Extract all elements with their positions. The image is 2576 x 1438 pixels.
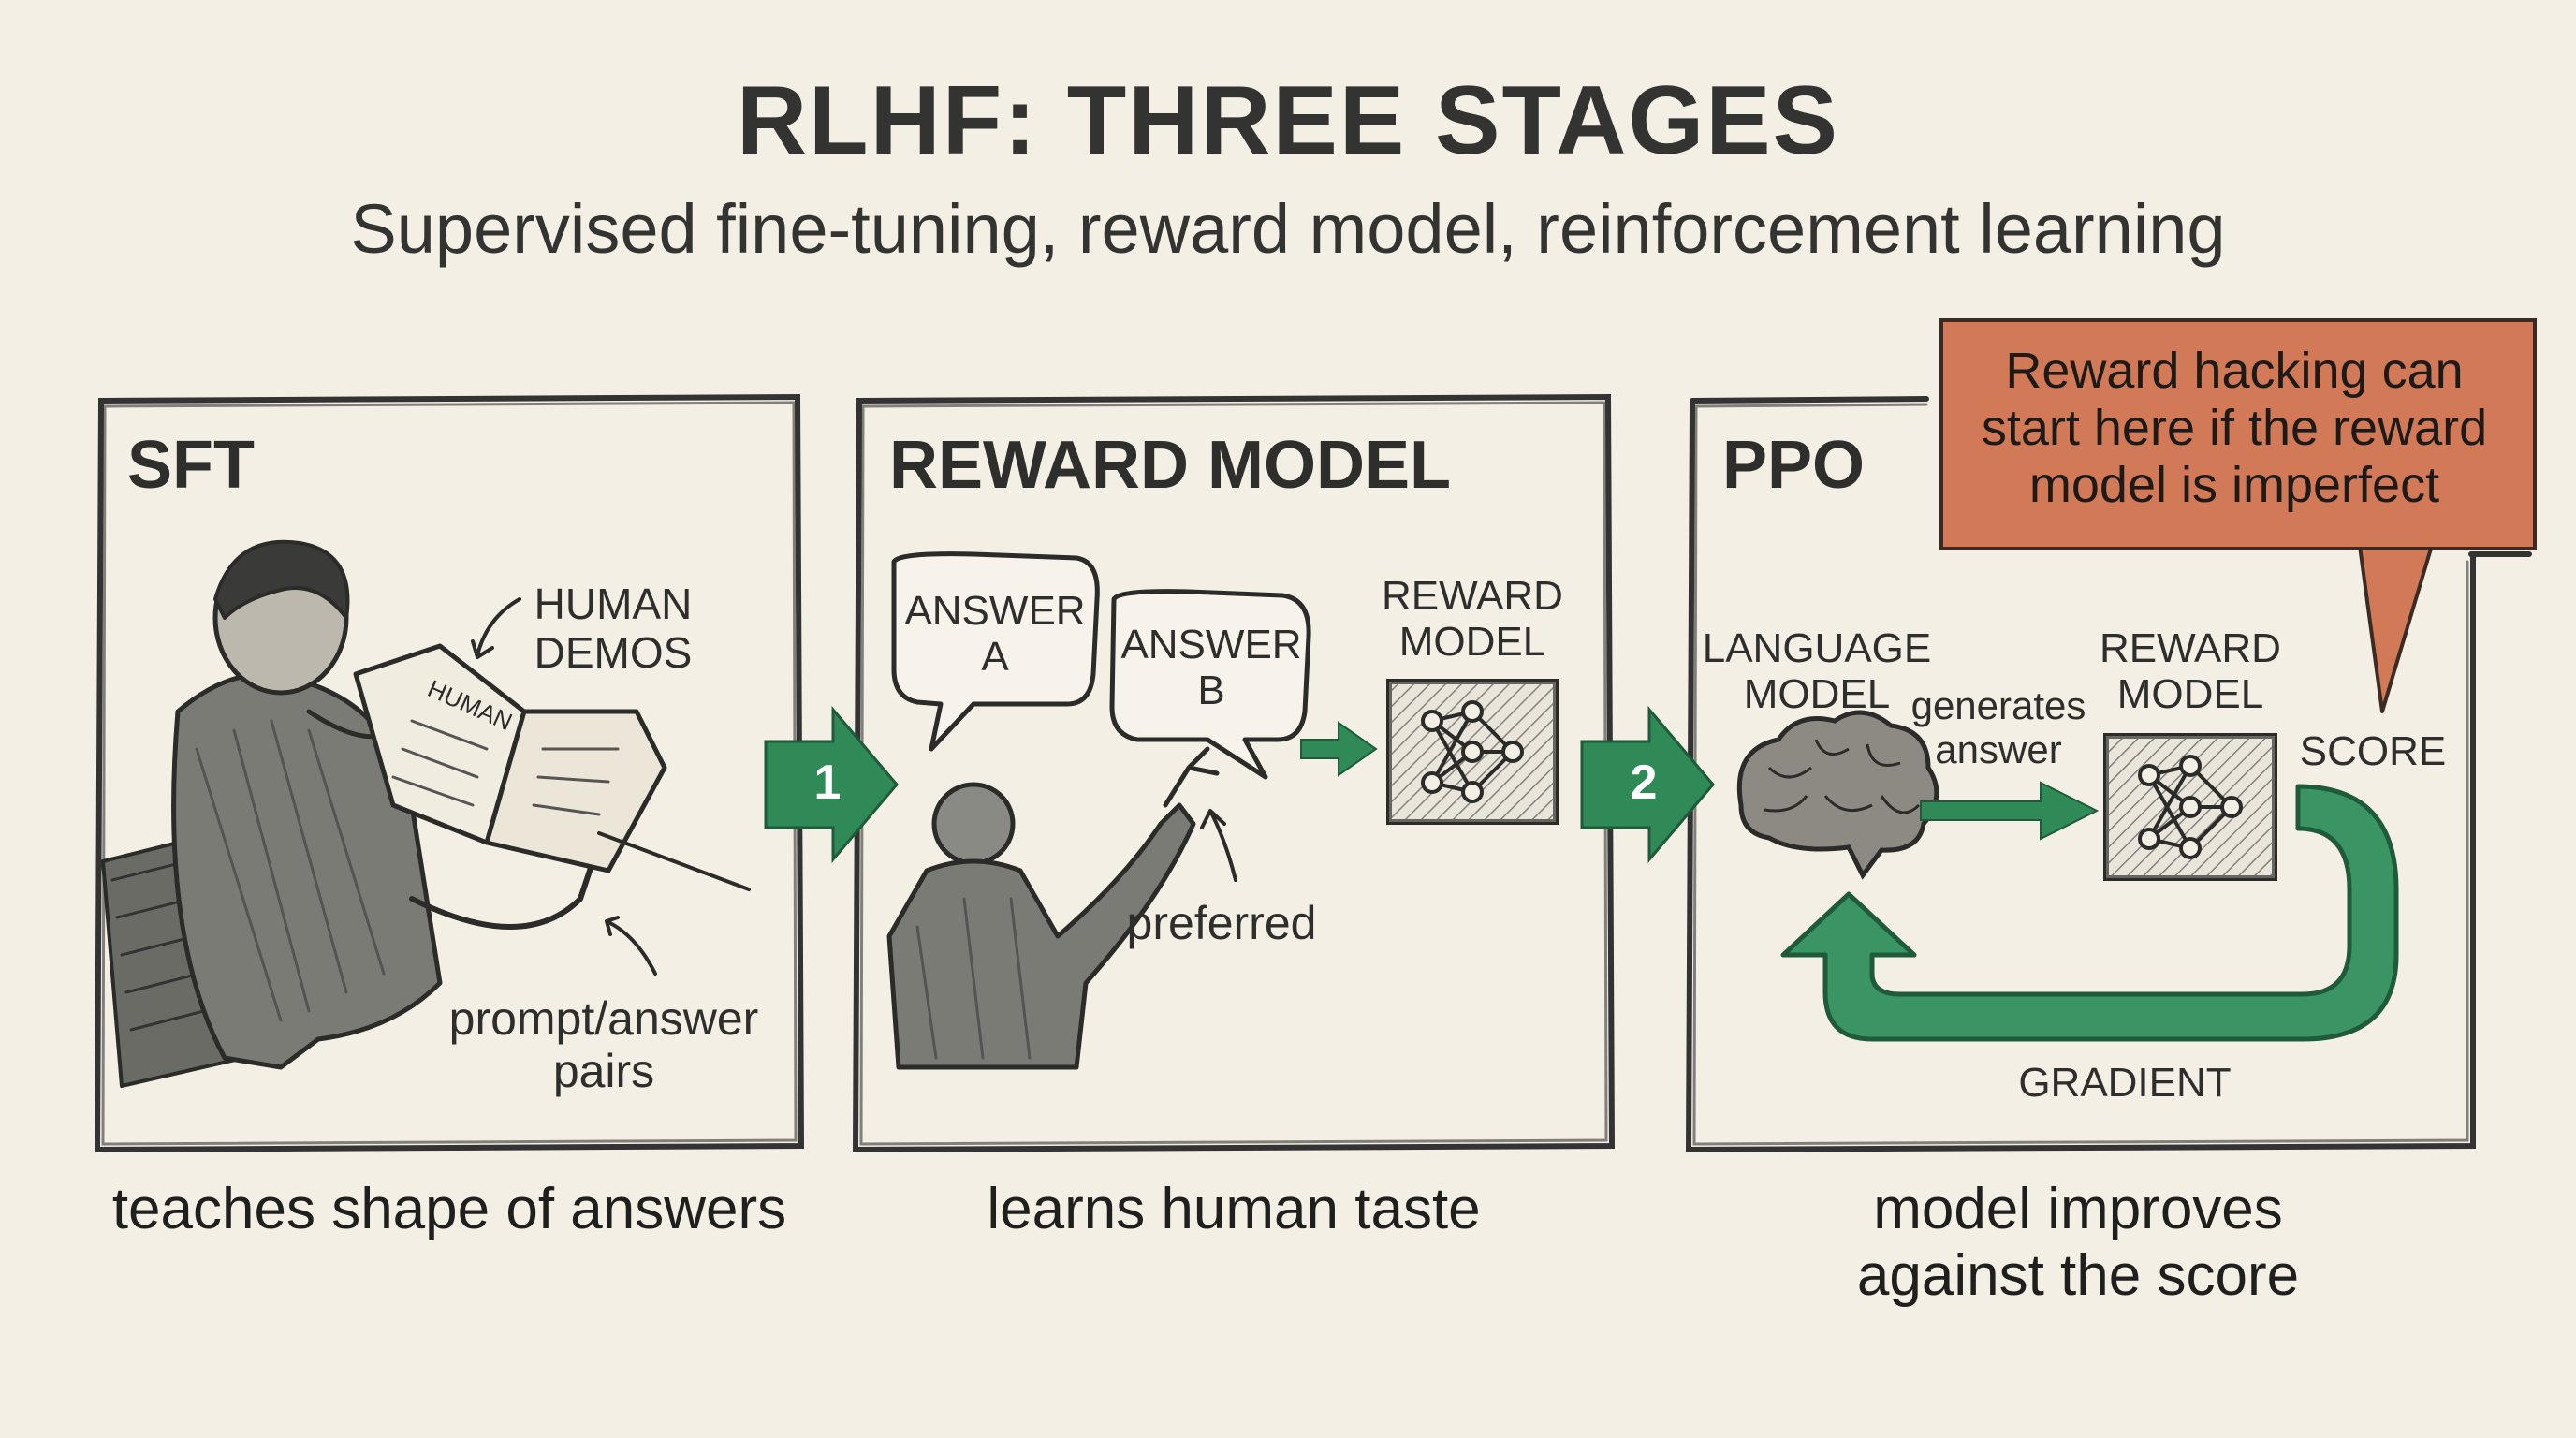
answer-a-label: ANSWER A [904,588,1086,681]
person-pointing-illustration [886,746,1237,1070]
gradient-label: GRADIENT [2018,1060,2232,1106]
network-icon [2138,755,2243,859]
language-model-label: LANGUAGE MODEL [1702,625,1932,718]
answer-bubble-a-shape [891,551,1100,752]
callout-tail [2357,537,2436,713]
panel-title-reward-model: REWARD MODEL [889,428,1451,503]
brain-icon [1736,710,1939,880]
reward-model-label-1: REWARD MODEL [1382,573,1563,666]
score-label: SCORE [2299,728,2447,774]
person-reading-illustration: HUMAN [101,539,751,1088]
panel-title-ppo: PPO [1722,428,1866,503]
reward-model-label-2: REWARD MODEL [2100,625,2281,718]
step-arrow-1 [764,705,899,864]
diagram-title: RLHF: THREE STAGES [736,66,1840,175]
answer-b-label: ANSWER B [1120,622,1302,714]
callout-box [1939,318,2537,550]
step-arrow-2 [1580,705,1715,864]
answer-bubble-b-shape [1109,589,1311,780]
label-prompt-answer-pairs: prompt/answer pairs [448,992,759,1097]
panel-title-sft: SFT [127,428,255,503]
caption-reward-model: learns human taste [987,1177,1481,1241]
step-number-2: 2 [1630,756,1658,810]
label-human-demos: HUMAN DEMOS [534,580,693,677]
panel-frame-ppo [1685,396,2532,1153]
generates-answer-label: generates answer [1910,683,2086,772]
diagram-subtitle: Supervised fine-tuning, reward model, re… [350,190,2226,268]
callout-text: Reward hacking can start here if the rew… [1981,343,2488,514]
caption-ppo: model improves against the score [1856,1177,2300,1309]
step-number-1: 1 [813,756,842,810]
gradient-loop-arrow [1780,784,2399,1042]
label-preferred: preferred [1126,897,1317,949]
arrow-generates [1920,781,2100,841]
panel-frame-reward [852,393,1616,1153]
arrow-to-reward-model [1300,721,1378,777]
caption-sft: teaches shape of answers [111,1177,787,1241]
panel-frame-sft [94,393,805,1153]
network-icon [1421,700,1524,803]
